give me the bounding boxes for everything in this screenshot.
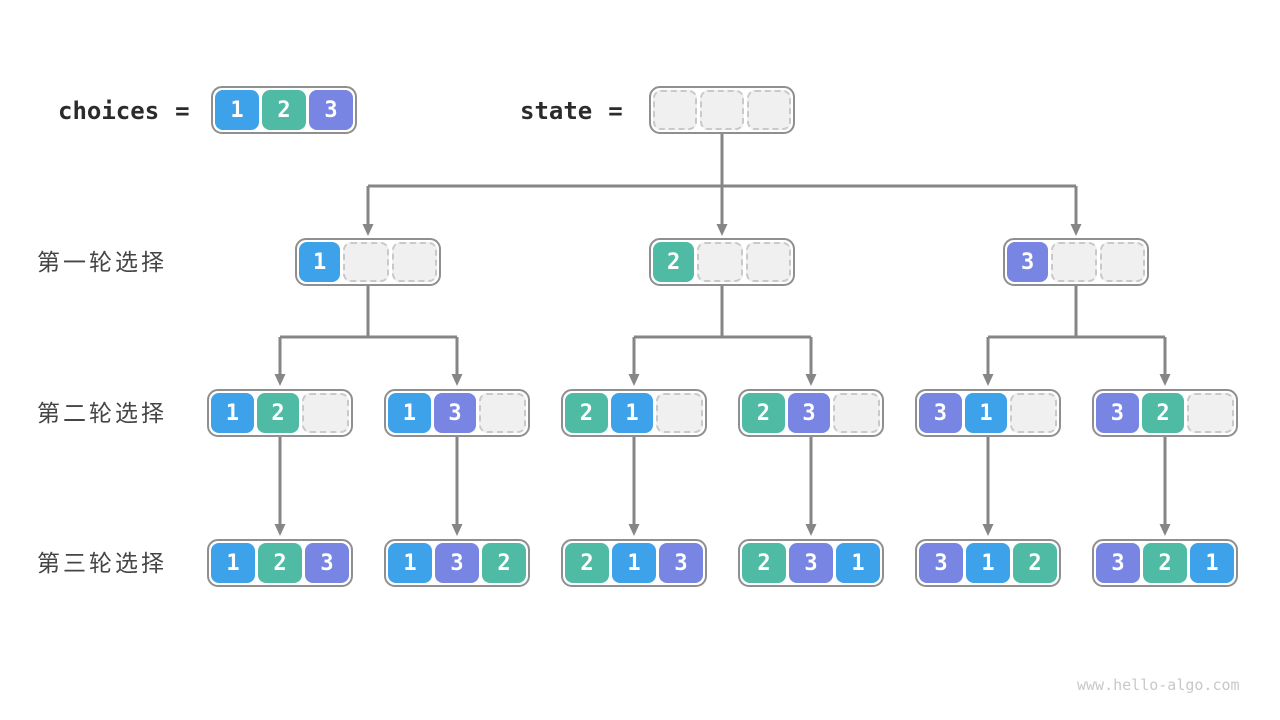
round-1-label: 第一轮选择 bbox=[37, 250, 167, 276]
value-cell: 2 bbox=[653, 242, 695, 282]
value-cell: 2 bbox=[482, 543, 526, 583]
value-cell: 2 bbox=[256, 393, 300, 433]
empty-slot bbox=[700, 90, 744, 130]
empty-slot bbox=[697, 242, 743, 282]
arrowhead-icon bbox=[1159, 374, 1171, 386]
value-cell: 1 bbox=[388, 543, 432, 583]
empty-slot bbox=[302, 393, 350, 433]
value-cell: 2 bbox=[742, 393, 785, 433]
value-cell: 3 bbox=[435, 543, 479, 583]
choices-keyword: choices bbox=[58, 97, 160, 125]
value-cell: 2 bbox=[565, 543, 609, 583]
arrowhead-icon bbox=[982, 374, 994, 386]
value-cell: 1 bbox=[1190, 543, 1234, 583]
empty-slot bbox=[1010, 393, 1058, 433]
state-node: 2 bbox=[649, 238, 795, 286]
arrowhead-icon bbox=[451, 374, 463, 386]
value-cell: 2 bbox=[1143, 543, 1187, 583]
state-node: 3 bbox=[1003, 238, 1149, 286]
value-cell: 2 bbox=[565, 393, 608, 433]
value-cell: 1 bbox=[299, 242, 341, 282]
empty-slot bbox=[1099, 242, 1145, 282]
value-cell: 3 bbox=[659, 543, 703, 583]
arrowhead-icon bbox=[1159, 524, 1171, 536]
arrowhead-icon bbox=[628, 524, 640, 536]
value-cell: 3 bbox=[919, 393, 962, 433]
value-cell: 1 bbox=[388, 393, 431, 433]
equals-sign: = bbox=[608, 97, 623, 125]
empty-slot bbox=[833, 393, 881, 433]
value-cell: 2 bbox=[742, 543, 786, 583]
value-cell: 3 bbox=[1007, 242, 1049, 282]
value-cell: 3 bbox=[1096, 393, 1139, 433]
arrowhead-icon bbox=[982, 524, 994, 536]
empty-slot bbox=[391, 242, 437, 282]
empty-slot bbox=[343, 242, 389, 282]
value-cell: 2 bbox=[262, 90, 306, 130]
arrowhead-icon bbox=[451, 524, 463, 536]
value-cell: 3 bbox=[919, 543, 963, 583]
value-cell: 3 bbox=[433, 393, 477, 433]
value-cell: 1 bbox=[612, 543, 656, 583]
value-cell: 3 bbox=[305, 543, 349, 583]
state-label-row: state = bbox=[520, 97, 623, 125]
value-cell: 1 bbox=[964, 393, 1008, 433]
arrowhead-icon bbox=[274, 374, 286, 386]
equals-sign: = bbox=[175, 97, 190, 125]
arrowhead-icon bbox=[716, 224, 728, 236]
state-node: 1 bbox=[295, 238, 441, 286]
arrowhead-icon bbox=[628, 374, 640, 386]
empty-slot bbox=[1051, 242, 1097, 282]
state-keyword: state bbox=[520, 97, 593, 125]
round-2-label: 第二轮选择 bbox=[37, 401, 167, 427]
choices-label-row: choices = bbox=[58, 97, 190, 125]
state-array-root bbox=[649, 86, 795, 134]
empty-slot bbox=[653, 90, 697, 130]
arrowhead-icon bbox=[1070, 224, 1082, 236]
value-cell: 1 bbox=[836, 543, 880, 583]
empty-slot bbox=[745, 242, 791, 282]
arrowhead-icon bbox=[805, 374, 817, 386]
empty-slot bbox=[747, 90, 791, 130]
value-cell: 3 bbox=[789, 543, 833, 583]
round-3-label: 第三轮选择 bbox=[37, 551, 167, 577]
value-cell: 1 bbox=[211, 543, 255, 583]
watermark: www.hello-algo.com bbox=[1077, 676, 1240, 694]
value-cell: 2 bbox=[1013, 543, 1057, 583]
value-cell: 2 bbox=[1141, 393, 1185, 433]
value-cell: 3 bbox=[787, 393, 831, 433]
empty-slot bbox=[1187, 393, 1235, 433]
value-cell: 3 bbox=[1096, 543, 1140, 583]
value-cell: 1 bbox=[966, 543, 1010, 583]
arrowhead-icon bbox=[362, 224, 374, 236]
value-cell: 2 bbox=[258, 543, 302, 583]
value-cell: 1 bbox=[215, 90, 259, 130]
value-cell: 1 bbox=[211, 393, 254, 433]
empty-slot bbox=[656, 393, 704, 433]
value-cell: 3 bbox=[309, 90, 353, 130]
empty-slot bbox=[479, 393, 527, 433]
arrowhead-icon bbox=[805, 524, 817, 536]
value-cell: 1 bbox=[610, 393, 654, 433]
arrowhead-icon bbox=[274, 524, 286, 536]
